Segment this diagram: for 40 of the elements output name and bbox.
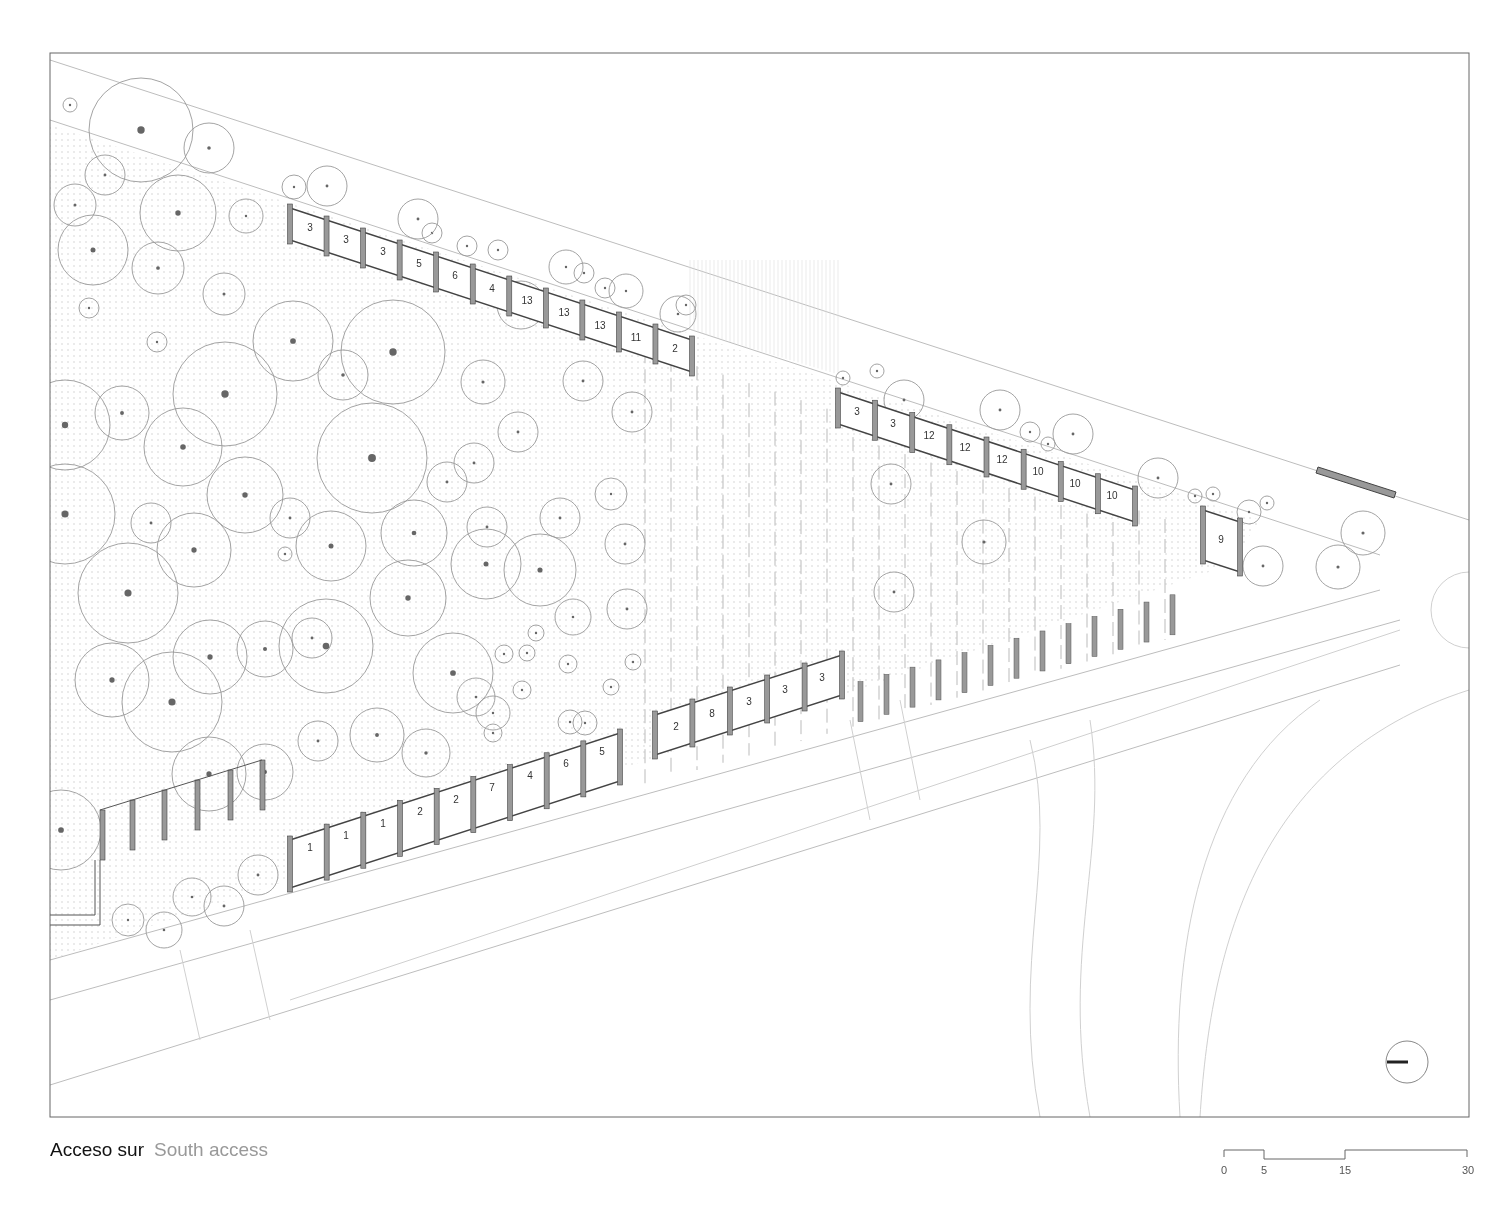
scale-label: 5 xyxy=(1260,1164,1268,1176)
room-number: 10 xyxy=(1069,479,1081,489)
room-number: 13 xyxy=(521,296,533,306)
room-number: 2 xyxy=(453,795,459,805)
room-number: 3 xyxy=(343,235,349,245)
room-number: 13 xyxy=(594,321,606,331)
room-number: 3 xyxy=(746,697,752,707)
room-number: 2 xyxy=(417,807,423,817)
caption: South access xyxy=(154,1140,269,1159)
scale-label: 15 xyxy=(1338,1164,1352,1176)
room-number: 7 xyxy=(489,783,495,793)
room-number: 2 xyxy=(672,344,678,354)
room-number: 3 xyxy=(380,247,386,257)
room-number: 3 xyxy=(307,223,313,233)
room-number: 3 xyxy=(782,685,788,695)
room-number: 8 xyxy=(709,709,715,719)
room-number: 3 xyxy=(854,407,860,417)
room-number: 3 xyxy=(890,419,896,429)
scale-label: 30 xyxy=(1461,1164,1475,1176)
room-number: 9 xyxy=(1218,535,1224,545)
room-number: 12 xyxy=(996,455,1008,465)
room-number: 12 xyxy=(959,443,971,453)
scale-label: 0 xyxy=(1220,1164,1228,1176)
room-number: 2 xyxy=(673,722,679,732)
room-number: 1 xyxy=(380,819,386,829)
title: Acceso sur xyxy=(50,1140,144,1159)
room-number: 5 xyxy=(416,259,422,269)
room-number: 10 xyxy=(1106,491,1118,501)
room-number: 12 xyxy=(923,431,935,441)
room-number: 5 xyxy=(599,747,605,757)
room-number: 1 xyxy=(343,831,349,841)
room-number: 6 xyxy=(452,271,458,281)
room-number: 4 xyxy=(527,771,533,781)
room-number: 13 xyxy=(558,308,570,318)
room-number: 11 xyxy=(630,333,642,343)
room-number: 10 xyxy=(1032,467,1044,477)
room-number: 3 xyxy=(819,673,825,683)
room-number: 1 xyxy=(307,843,313,853)
room-number: 6 xyxy=(563,759,569,769)
room-number: 4 xyxy=(489,284,495,294)
